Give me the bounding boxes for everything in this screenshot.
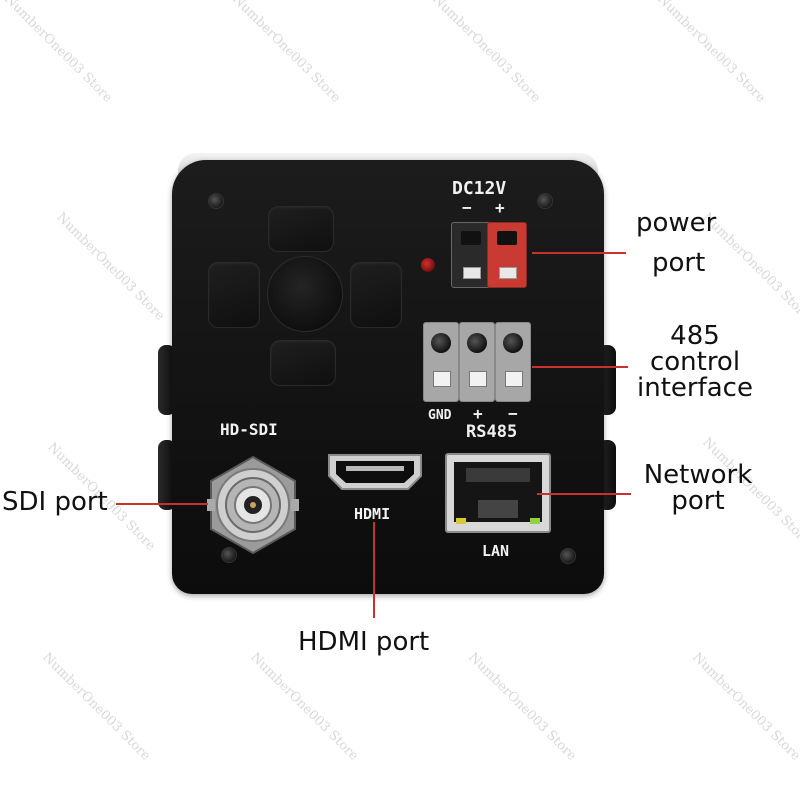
- camera-side-lip: [158, 345, 176, 415]
- watermark-text: NumberOne003 Store: [247, 650, 362, 764]
- watermark-text: NumberOne003 Store: [1, 0, 116, 106]
- rs485-terminal-minus[interactable]: [495, 322, 531, 402]
- hdmi-label: HDMI: [354, 505, 391, 523]
- hdmi-port-icon[interactable]: [326, 452, 424, 492]
- dc-minus-label: −: [462, 198, 472, 217]
- watermark-text: NumberOne003 Store: [465, 650, 580, 764]
- control-callout-line: [532, 366, 628, 368]
- control-interface-callout: 485 control interface: [630, 323, 760, 401]
- hdmi-port-callout: HDMI port: [298, 627, 430, 657]
- callout-text: interface: [637, 373, 753, 403]
- lan-port-icon[interactable]: [444, 452, 552, 534]
- watermark-text: NumberOne003 Store: [689, 650, 800, 764]
- callout-text: Network: [643, 460, 753, 490]
- rs485-minus-label: −: [508, 404, 518, 423]
- nav-down-button[interactable]: [270, 340, 336, 386]
- screw-icon: [221, 547, 237, 563]
- screw-icon: [208, 193, 224, 209]
- network-port-callout: Network port: [636, 462, 760, 514]
- nav-right-button[interactable]: [350, 262, 402, 328]
- screw-icon: [560, 548, 576, 564]
- watermark-text: NumberOne003 Store: [429, 0, 544, 106]
- rs485-terminal-gnd[interactable]: [423, 322, 459, 402]
- sdi-callout-line: [116, 503, 208, 505]
- status-led: [421, 258, 435, 272]
- power-port-callout: power port: [636, 210, 716, 276]
- rs485-terminal-plus[interactable]: [459, 322, 495, 402]
- dc-plus-label: +: [495, 198, 505, 217]
- nav-left-button[interactable]: [208, 262, 260, 328]
- power-terminal-positive[interactable]: [487, 222, 527, 288]
- gnd-label: GND: [428, 408, 452, 423]
- power-terminal-negative[interactable]: [451, 222, 491, 288]
- nav-up-button[interactable]: [268, 206, 334, 252]
- callout-text: control: [649, 347, 741, 377]
- callout-text: 485: [670, 321, 720, 351]
- bnc-connector-icon[interactable]: [203, 455, 303, 555]
- callout-text: power: [636, 208, 717, 238]
- network-callout-line: [537, 493, 631, 495]
- rs485-plus-label: +: [473, 404, 483, 423]
- nav-center-button[interactable]: [267, 256, 343, 332]
- callout-text: port: [671, 486, 725, 516]
- dc12v-label: DC12V: [452, 178, 507, 199]
- hd-sdi-label: HD-SDI: [220, 420, 278, 439]
- watermark-text: NumberOne003 Store: [654, 0, 769, 106]
- watermark-text: NumberOne003 Store: [39, 650, 154, 764]
- power-callout-line: [532, 252, 626, 254]
- camera-side-lip: [158, 440, 176, 510]
- callout-text: port: [652, 248, 706, 278]
- lan-label: LAN: [482, 542, 510, 560]
- watermark-text: NumberOne003 Store: [229, 0, 344, 106]
- sdi-port-callout: SDI port: [2, 487, 108, 517]
- screw-icon: [537, 193, 553, 209]
- hdmi-callout-line: [373, 522, 375, 618]
- rs485-label: RS485: [466, 422, 518, 442]
- watermark-text: NumberOne003 Store: [53, 210, 168, 324]
